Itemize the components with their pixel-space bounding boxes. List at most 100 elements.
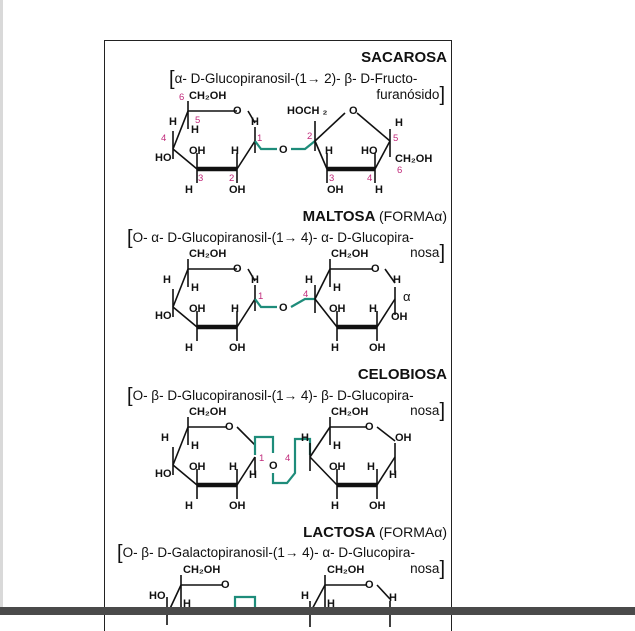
atom-label: HO <box>155 468 172 480</box>
open-bracket: [ <box>169 68 175 90</box>
atom-label: HOCH ₂ <box>287 105 327 117</box>
ring-bond <box>374 140 391 170</box>
title-sacarosa: SACAROSA <box>361 49 447 66</box>
ring-bond <box>247 110 256 124</box>
ring-bond <box>309 426 331 458</box>
ring-bond <box>172 464 198 486</box>
celobiosa-name-line1: [O- β- D-Glucopiranosil-(1→ 4)- β- D-Glu… <box>127 383 414 407</box>
atom-number: 4 <box>285 453 290 464</box>
atom-number: 1 <box>257 133 262 144</box>
name-text: α- D-Glucopiranosil-(1→ 2)- β- D-Fructo- <box>174 71 418 86</box>
ring-bond <box>172 148 198 170</box>
title-maltosa: MALTOSA (FORMAα) <box>303 208 447 225</box>
atom-label: O <box>225 421 234 433</box>
atom-label: O <box>221 579 230 591</box>
atom-label: H <box>185 500 193 512</box>
ring-bond <box>172 426 189 466</box>
atom-label: H <box>301 432 309 444</box>
atom-label: H <box>229 461 237 473</box>
ring-bond <box>172 268 189 308</box>
atom-number: 4 <box>367 173 372 184</box>
atom-number: 5 <box>195 115 200 126</box>
atom-label: OH <box>329 303 346 315</box>
atom-label: H <box>185 342 193 354</box>
bottom-bar <box>0 607 635 615</box>
atom-number: 1 <box>259 453 264 464</box>
alpha-symbol: α <box>403 289 411 304</box>
section-title: LACTOSA <box>303 524 375 541</box>
atom-label: HO <box>155 310 172 322</box>
atom-number: 4 <box>303 289 308 300</box>
ring-bond <box>172 110 189 150</box>
ring-left <box>172 417 256 499</box>
atom-label: CH₂OH <box>189 90 226 102</box>
ring-bond <box>376 426 396 442</box>
section-title: MALTOSA <box>302 208 375 225</box>
atom-label: OH <box>189 303 206 315</box>
celobiosa-name-line2: nosa] <box>410 398 445 422</box>
atom-label: H <box>169 116 177 128</box>
atom-label: H <box>191 124 199 136</box>
atom-label: H <box>395 117 403 129</box>
atom-label: O <box>349 105 358 117</box>
ring-right <box>314 259 396 341</box>
sacarosa-structure: CH₂OH O H H H HO OH H H OH O HOCH ₂ O H … <box>155 90 432 196</box>
page-left-edge <box>0 0 3 615</box>
atom-label: H <box>389 469 397 481</box>
atom-label: H <box>305 274 313 286</box>
atom-label: H <box>327 598 335 610</box>
atom-number: 6 <box>397 165 402 176</box>
atom-label: OH <box>229 184 246 196</box>
ring-bond <box>172 306 198 328</box>
atom-label: HO <box>361 145 378 157</box>
atom-label: H <box>331 342 339 354</box>
atom-label: OH <box>369 342 386 354</box>
maltosa-structure: CH₂OH O H H H HO OH H H OH O CH₂OH O H H… <box>155 248 411 354</box>
close-bracket: ] <box>439 242 445 264</box>
atom-label: OH <box>369 500 386 512</box>
section-title: SACAROSA <box>361 49 447 66</box>
close-bracket: ] <box>439 400 445 422</box>
name-text: O- α- D-Glucopiranosil-(1→ 4)- α- D-Gluc… <box>132 230 414 245</box>
ring-bond <box>314 298 338 328</box>
atom-number: 3 <box>329 173 334 184</box>
ring-bond <box>356 112 391 142</box>
ring-bond <box>236 140 256 170</box>
ring-left <box>166 575 223 625</box>
atom-number: 3 <box>198 173 203 184</box>
maltosa-name-line2: nosa] <box>410 240 445 264</box>
glycosidic-bond <box>254 298 277 309</box>
sacarosa-name-line2: furanósido] <box>376 82 445 106</box>
glycosidic-bond <box>290 297 315 308</box>
ring-bond <box>384 268 396 284</box>
atom-number: 1 <box>258 291 263 302</box>
atom-label: O <box>279 302 288 314</box>
glycosidic-bond <box>291 140 316 151</box>
fructose-ring <box>314 112 391 183</box>
atom-label: CH₂OH <box>189 248 226 260</box>
section-title: CELOBIOSA <box>357 366 447 383</box>
atom-label: H <box>331 500 339 512</box>
close-bracket: ] <box>439 558 445 580</box>
glucose-ring <box>172 101 256 183</box>
atom-label: H <box>375 184 383 196</box>
atom-number: 6 <box>179 92 184 103</box>
ring-bond <box>314 268 331 300</box>
atom-label: OH <box>327 184 344 196</box>
atom-number: 4 <box>161 133 166 144</box>
section-title-suffix: (FORMAα) <box>379 208 447 224</box>
atom-label: O <box>269 460 278 472</box>
atom-label: CH₂OH <box>189 406 226 418</box>
atom-label: O <box>365 579 374 591</box>
lactosa-name-line1: [O- β- D-Galactopiranosil-(1→ 4)- α- D-G… <box>117 540 415 564</box>
disaccharides-panel: SACAROSA [α- D-Glucopiranosil-(1→ 2)- β-… <box>104 40 452 631</box>
open-bracket: [ <box>127 385 133 407</box>
atom-label: H <box>249 469 257 481</box>
atom-label: O <box>279 144 288 156</box>
atom-label: OH <box>329 461 346 473</box>
name-text: nosa <box>410 403 440 418</box>
ring-bond <box>314 112 346 142</box>
ring-bond <box>376 584 391 600</box>
name-text: furanósido <box>376 87 440 102</box>
ring-bond <box>376 456 396 486</box>
